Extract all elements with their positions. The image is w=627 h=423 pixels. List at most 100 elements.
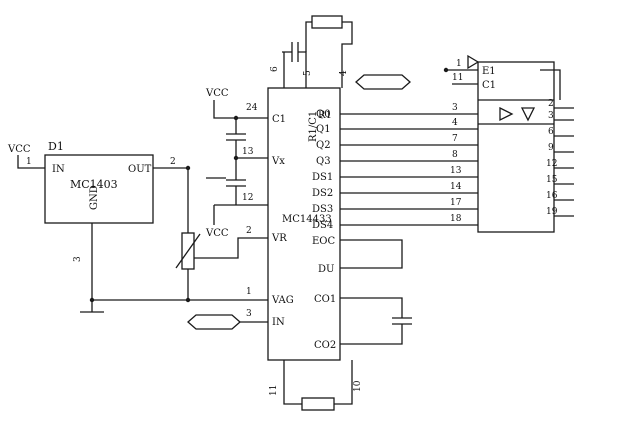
bus-pin-q2: 7: [452, 134, 458, 144]
integrator-capacitor: [282, 42, 307, 88]
adc-pin-13-number: 13: [242, 147, 254, 157]
adc-pin-q2-label: Q2: [316, 140, 331, 151]
capacitor: [226, 158, 246, 205]
output-pin-c1-label: C1: [482, 80, 496, 91]
adc-pin-2-number: 2: [246, 226, 252, 236]
clock-resistor: 11 10: [269, 360, 363, 411]
regulator-output-wire: [153, 167, 189, 233]
output-pin-c1-number: 11: [452, 73, 463, 83]
integrator-resistor: [311, 15, 343, 29]
junction-dot: [233, 155, 239, 161]
adc-pin-r1-label: R1: [318, 110, 332, 121]
adc-pin-6-number: 6: [270, 66, 280, 72]
regulator-pin-gnd-label: GND: [89, 185, 100, 210]
adc-pin-q0-label: Q0: [316, 109, 331, 120]
regulator-pin-in-number: 1: [26, 157, 32, 167]
vcc-label-adc-top: VCC: [205, 88, 229, 99]
output-pin-number: 12: [546, 159, 557, 169]
reference-potentiometer: 2: [175, 226, 268, 300]
enable-triangle: [467, 54, 480, 70]
resistor-body: [301, 397, 335, 411]
input-connector: [187, 314, 241, 330]
junction-dot: [185, 297, 191, 303]
regulator-body: [44, 154, 154, 224]
bus-pin-q1: 4: [452, 118, 458, 128]
adc-pin-ds3-label: DS3: [312, 204, 333, 215]
junction-dot: [233, 115, 239, 121]
vr-wire: [194, 237, 268, 259]
vcc-label-adc-bottom: VCC: [205, 228, 229, 239]
output-pin-number: 2: [548, 99, 554, 109]
rc-wire: [305, 21, 312, 52]
adc-pin-5-number: 5: [303, 70, 313, 76]
rc-wire: [341, 21, 353, 88]
adc-pin-10-number: 10: [353, 380, 363, 392]
adc-chip: MC14433 C1 R1 R1/C1 Vx VR VAG IN Q0 Q1 Q…: [267, 87, 341, 361]
bus-pin-q0: 3: [452, 103, 458, 113]
adc-pin-24-number: 24: [246, 103, 258, 113]
adc-pin-4-number: 4: [339, 70, 349, 76]
regulator-pin-out-number: 2: [170, 157, 176, 167]
adc-pin-du-label: DU: [318, 264, 334, 275]
output-connector: [355, 74, 411, 90]
reference-regulator: D1 MC1403 IN OUT GND VCC 1 2 3: [7, 140, 189, 313]
adc-pin-ds2-label: DS2: [312, 188, 333, 199]
output-pin-number: 15: [546, 175, 558, 185]
output-pin-e1-number: 1: [456, 59, 462, 69]
adc-pin-c1-label: C1: [272, 114, 286, 125]
adc-pin-3-number: 3: [246, 309, 252, 319]
adc-body: [267, 87, 341, 361]
resistor-wire: [334, 360, 353, 405]
adc-pin-vx-label: Vx: [271, 156, 285, 167]
reference-capacitor-stack: VCC 24 13 12 VCC: [205, 88, 268, 239]
oscillator-capacitor: [340, 297, 412, 345]
output-pin-number: 16: [546, 191, 558, 201]
junction-dot: [443, 67, 449, 73]
resistor-wire: [283, 360, 302, 405]
regulator-pin-out-label: OUT: [128, 164, 152, 175]
output-chip-wire: [540, 69, 561, 100]
output-pin-number: 9: [548, 143, 554, 153]
bus-pin-ds4: 18: [450, 214, 462, 224]
capacitor: [340, 297, 412, 345]
potentiometer-wiper: [175, 233, 201, 269]
adc-pin-co2-label: CO2: [314, 340, 336, 351]
bus-pin-ds2: 14: [450, 182, 462, 192]
junction-dot: [185, 165, 191, 171]
bus-pin-ds1: 13: [450, 166, 462, 176]
adc-pin-12-number: 12: [242, 193, 253, 203]
adc-pin-co1-label: CO1: [314, 294, 336, 305]
regulator-input-wire: [17, 155, 45, 169]
regulator-designator: D1: [48, 140, 64, 153]
adc-pin-r1c1-label: R1/C1: [308, 111, 319, 142]
adc-pin-vr-label: VR: [271, 233, 287, 244]
adc-part-label: MC14433: [282, 214, 332, 225]
adc-pin-ds1-label: DS1: [312, 172, 333, 183]
regulator-pin-gnd-number: 3: [73, 256, 83, 262]
adc-pin-vag-label: VAG: [271, 295, 294, 306]
output-pin-number: 19: [546, 207, 558, 217]
eoc-du-loop: [340, 239, 403, 269]
adc-pin-q1-label: Q1: [316, 124, 331, 135]
adc-pin-11-number: 11: [269, 385, 279, 396]
output-chip: E1 C1 1 11 2 3 6 9 12 15 16 19: [443, 54, 574, 233]
regulator-part-label: MC1403: [70, 178, 118, 191]
inverter-triangle: [520, 107, 536, 122]
output-chip-divider: [478, 99, 554, 125]
integrator-rc-network: 6 5 4: [270, 15, 353, 88]
adc-pin-eoc-label: EOC: [312, 236, 335, 247]
buffer-triangle: [499, 106, 514, 122]
vcc-wire: [213, 100, 268, 119]
output-pin-number: 3: [548, 111, 554, 121]
output-pin-e1-label: E1: [482, 66, 496, 77]
adc-pin-ds4-label: DS4: [312, 220, 333, 231]
adc-pin-in-label: IN: [272, 317, 285, 328]
output-chip-body: [477, 61, 555, 233]
data-bus: 3 4 7 8 13 14 17 18: [340, 103, 478, 226]
vcc-label-regulator: VCC: [7, 144, 31, 155]
bus-pin-q3: 8: [452, 150, 458, 160]
junction-dot: [89, 297, 95, 303]
output-pin-number: 6: [548, 127, 554, 137]
adc-pin-1-number: 1: [246, 287, 252, 297]
